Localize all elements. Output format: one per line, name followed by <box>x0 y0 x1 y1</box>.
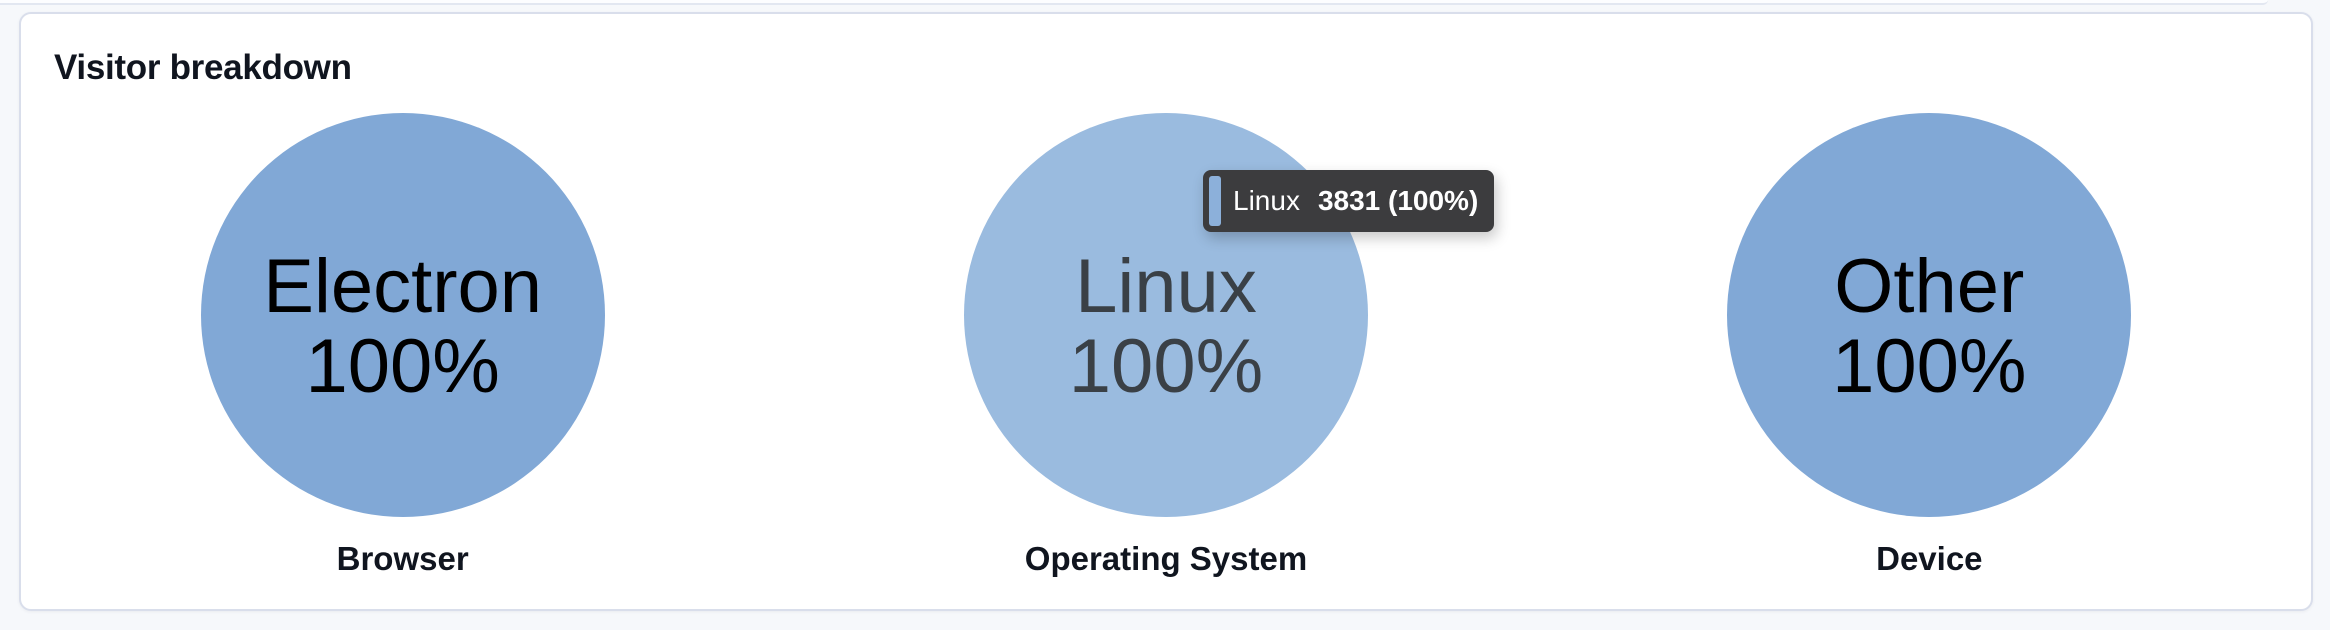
pie-chart-browser: Electron 100% Browser <box>21 113 784 575</box>
chart-category-label-operating-system: Operating System <box>1024 540 1308 577</box>
chart-category-label-browser: Browser <box>336 540 469 577</box>
pie-slice-label: Other 100% <box>1832 247 2026 407</box>
chart-category-label-device: Device <box>1876 540 1983 577</box>
previous-card-bottom-edge <box>0 0 2268 5</box>
panel-title: Visitor breakdown <box>54 48 352 87</box>
pie-slice-electron[interactable]: Electron 100% <box>200 113 605 517</box>
pie-segment-percent: 100% <box>1068 324 1264 409</box>
pie-segment-name: Other <box>1834 244 2025 329</box>
visitor-breakdown-panel: Visitor breakdown Electron 100% Browser … <box>19 12 2313 611</box>
pie-slice-label: Linux 100% <box>1069 247 1263 407</box>
chart-tooltip: Linux 3831 (100%) <box>1203 170 1495 232</box>
pie-charts-row: Electron 100% Browser Linux 100% Operati… <box>21 113 2311 575</box>
pie-chart-device: Other 100% Device <box>1548 113 2311 575</box>
pie-slice-label: Electron 100% <box>263 247 542 407</box>
pie-segment-percent: 100% <box>305 324 500 409</box>
pie-slice-other[interactable]: Other 100% <box>1727 113 2132 517</box>
tooltip-series-value: 3831 (100%) <box>1317 185 1479 216</box>
pie-segment-percent: 100% <box>1832 324 2027 409</box>
pie-segment-name: Electron <box>263 244 543 329</box>
pie-segment-name: Linux <box>1075 244 1257 329</box>
tooltip-series-label: Linux <box>1233 185 1300 216</box>
tooltip-color-swatch <box>1209 176 1221 226</box>
